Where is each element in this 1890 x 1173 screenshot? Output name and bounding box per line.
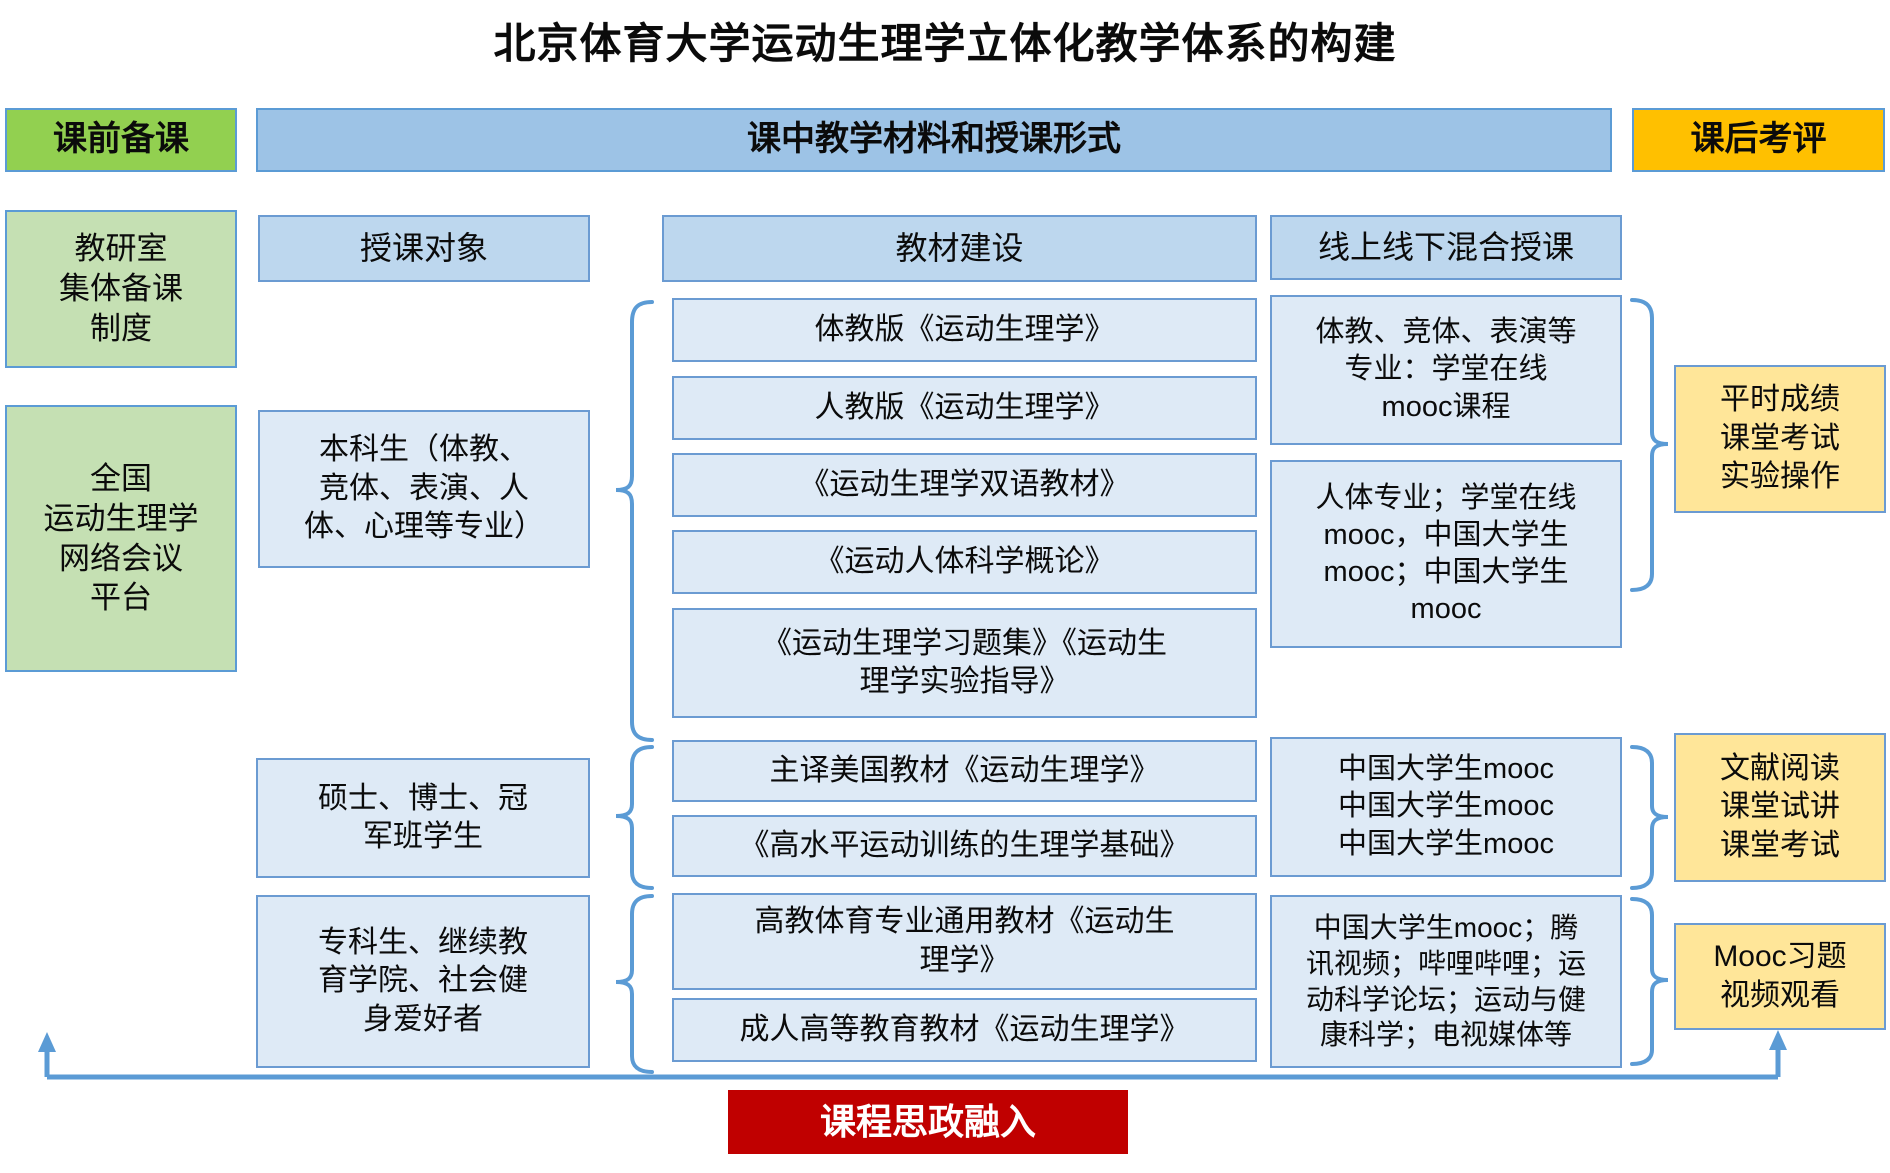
brace-left-continuing	[615, 894, 654, 1074]
assessment-regular: 平时成绩 课堂考试 实验操作	[1674, 365, 1886, 513]
materials-book-adult: 成人高等教育教材《运动生理学》	[672, 998, 1257, 1062]
materials-book-general: 高教体育专业通用教材《运动生 理学》	[672, 893, 1257, 990]
online-header: 线上线下混合授课	[1270, 215, 1622, 280]
online-graduate-mooc: 中国大学生mooc 中国大学生mooc 中国大学生mooc	[1270, 737, 1622, 877]
assessment-mooc: Mooc习题 视频观看	[1674, 923, 1886, 1030]
ideology-banner: 课程思政融入	[728, 1090, 1128, 1154]
arrow-up-left-head	[38, 1032, 56, 1052]
pre-class-box-national-platform: 全国 运动生理学 网络会议 平台	[5, 405, 237, 672]
brace-right-literature	[1630, 745, 1669, 890]
audience-undergraduate: 本科生（体教、 竞体、表演、人 体、心理等专业）	[258, 410, 590, 568]
materials-book-tijiao: 体教版《运动生理学》	[672, 298, 1257, 362]
brace-right-regular	[1630, 298, 1669, 592]
materials-book-highlevel: 《高水平运动训练的生理学基础》	[672, 815, 1257, 877]
materials-book-workbook: 《运动生理学习题集》《运动生 理学实验指导》	[672, 608, 1257, 718]
online-continuing-media: 中国大学生mooc；腾 讯视频；哔哩哔哩；运 动科学论坛；运动与健 康科学；电视…	[1270, 895, 1622, 1068]
header-post-class: 课后考评	[1632, 108, 1885, 172]
materials-book-bilingual: 《运动生理学双语教材》	[672, 453, 1257, 517]
materials-book-translated: 主译美国教材《运动生理学》	[672, 740, 1257, 802]
materials-header: 教材建设	[662, 215, 1257, 282]
brace-left-graduate	[615, 745, 654, 890]
pre-class-box-group-lesson: 教研室 集体备课 制度	[5, 210, 237, 368]
audience-graduate: 硕士、博士、冠 军班学生	[256, 758, 590, 878]
assessment-literature: 文献阅读 课堂试讲 课堂考试	[1674, 733, 1886, 882]
arrow-up-right-head	[1769, 1030, 1787, 1050]
materials-book-renjiao: 人教版《运动生理学》	[672, 376, 1257, 440]
online-undergrad-human: 人体专业；学堂在线 mooc，中国大学生 mooc；中国大学生 mooc	[1270, 460, 1622, 648]
header-in-class: 课中教学材料和授课形式	[256, 108, 1612, 172]
brace-left-undergraduate	[615, 300, 654, 742]
online-undergrad-sport: 体教、竞体、表演等 专业：学堂在线 mooc课程	[1270, 295, 1622, 445]
materials-book-intro: 《运动人体科学概论》	[672, 530, 1257, 594]
audience-continuing: 专科生、继续教 育学院、社会健 身爱好者	[256, 895, 590, 1068]
header-pre-class: 课前备课	[5, 108, 237, 172]
brace-right-mooc	[1630, 897, 1669, 1066]
page-title: 北京体育大学运动生理学立体化教学体系的构建	[493, 20, 1397, 67]
audience-header: 授课对象	[258, 215, 590, 282]
